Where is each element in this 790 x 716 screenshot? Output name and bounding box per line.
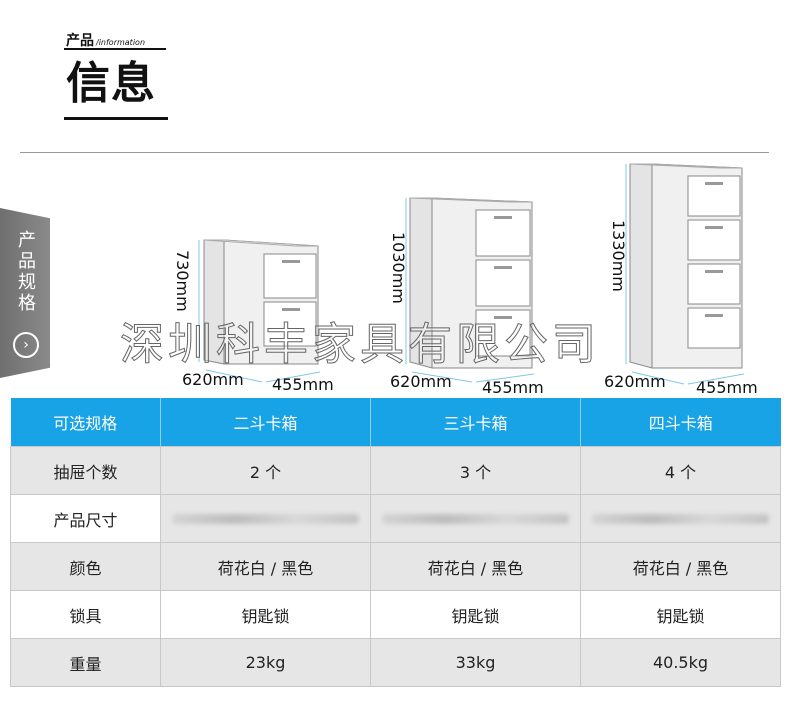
header-two-drawer: 二斗卡箱 <box>160 398 371 447</box>
table-cell-obscured <box>580 494 781 543</box>
table-cell: 40.5kg <box>580 638 781 687</box>
header-spec: 可选规格 <box>10 398 161 447</box>
table-cell: 钥匙锁 <box>160 590 371 639</box>
table-cell: 2 个 <box>160 446 371 495</box>
table-row: 重量 23kg 33kg 40.5kg <box>10 638 781 687</box>
cabinet-three-width: 455mm <box>482 378 544 397</box>
cabinet-two-width: 455mm <box>272 375 334 394</box>
section-label-en: /information <box>96 38 146 47</box>
cabinet-four-depth: 620mm <box>604 372 666 391</box>
table-cell: 3 个 <box>370 446 581 495</box>
cabinet-three-drawer <box>405 197 535 383</box>
table-cell: 33kg <box>370 638 581 687</box>
cabinet-four-drawer <box>625 163 745 385</box>
table-row: 锁具 钥匙锁 钥匙锁 钥匙锁 <box>10 590 781 639</box>
section-label: 产品/information <box>66 30 145 50</box>
table-cell: 钥匙锁 <box>370 590 581 639</box>
table-row: 颜色 荷花白 / 黑色 荷花白 / 黑色 荷花白 / 黑色 <box>10 542 781 591</box>
table-cell-obscured <box>370 494 581 543</box>
table-cell-obscured <box>160 494 371 543</box>
row-label: 颜色 <box>10 542 161 591</box>
header-three-drawer: 三斗卡箱 <box>370 398 581 447</box>
table-cell: 荷花白 / 黑色 <box>580 542 781 591</box>
row-label: 锁具 <box>10 590 161 639</box>
table-cell: 4 个 <box>580 446 781 495</box>
table-cell: 23kg <box>160 638 371 687</box>
header-rule-top <box>64 48 166 50</box>
cabinet-three-height: 1030mm <box>389 232 408 304</box>
table-row: 抽屉个数 2 个 3 个 4 个 <box>10 446 781 495</box>
row-label: 产品尺寸 <box>10 494 161 543</box>
page-title: 信息 <box>66 58 156 109</box>
cabinet-two-drawer <box>198 239 321 383</box>
chevron-right-icon[interactable]: › <box>13 332 39 358</box>
row-label: 重量 <box>10 638 161 687</box>
cabinet-four-height: 1330mm <box>609 220 628 292</box>
cabinet-four-width: 455mm <box>696 378 758 397</box>
side-tab-label: 产品规格 <box>18 230 36 314</box>
cabinet-two-height: 730mm <box>173 250 192 312</box>
table-cell: 钥匙锁 <box>580 590 781 639</box>
table-cell: 荷花白 / 黑色 <box>370 542 581 591</box>
cabinet-three-depth: 620mm <box>390 372 452 391</box>
cabinet-two-depth: 620mm <box>182 370 244 389</box>
table-header-row: 可选规格 二斗卡箱 三斗卡箱 四斗卡箱 <box>10 398 781 447</box>
table-row: 产品尺寸 <box>10 494 781 543</box>
side-tab[interactable]: 产品规格 › <box>0 208 50 378</box>
table-cell: 荷花白 / 黑色 <box>160 542 371 591</box>
header-rule-bottom <box>64 117 168 120</box>
header-four-drawer: 四斗卡箱 <box>580 398 781 447</box>
row-label: 抽屉个数 <box>10 446 161 495</box>
spec-table: 可选规格 二斗卡箱 三斗卡箱 四斗卡箱 抽屉个数 2 个 3 个 4 个 产品尺… <box>10 398 781 687</box>
section-label-cn: 产品 <box>66 33 94 49</box>
section-divider <box>20 152 769 153</box>
